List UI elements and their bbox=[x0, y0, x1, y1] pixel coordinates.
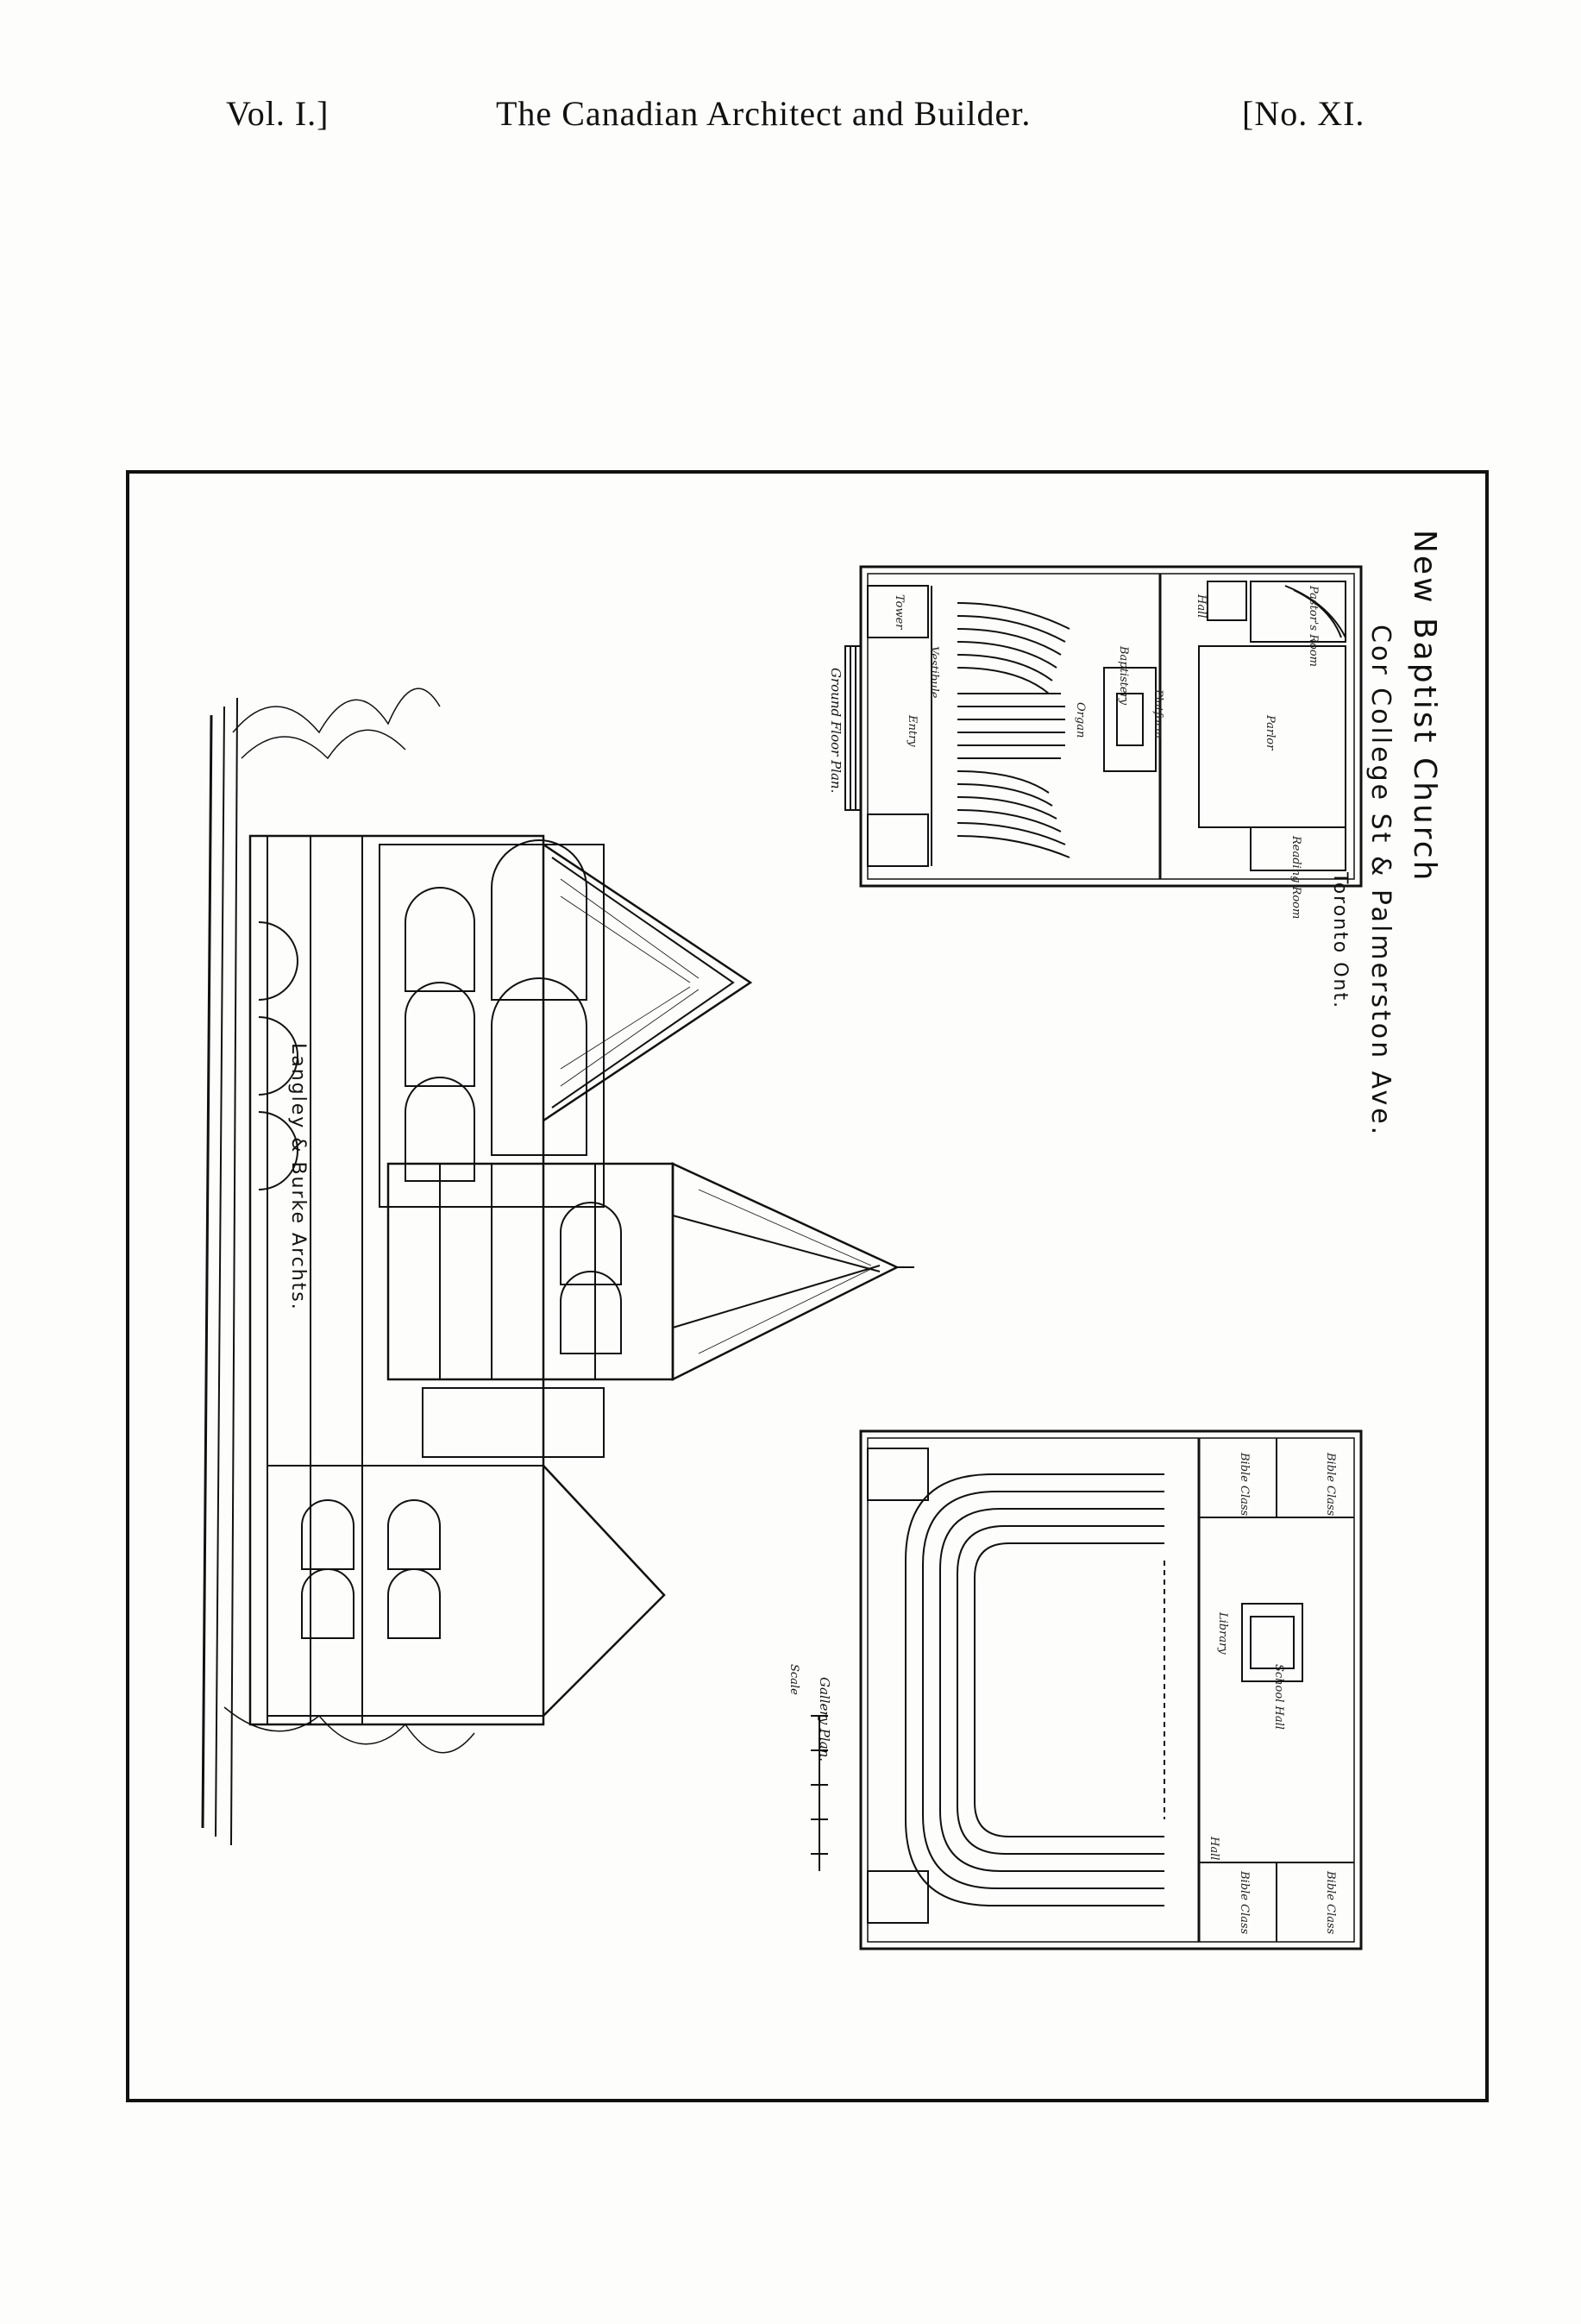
issue-number: [No. XI. bbox=[1242, 94, 1365, 133]
room-hall-label: Hall bbox=[1195, 594, 1208, 619]
room-pastors-room-label: Pastor's Room bbox=[1307, 586, 1320, 667]
room-tower-label: Tower bbox=[893, 594, 906, 630]
engraving-plate: New Baptist Church Cor College St & Palm… bbox=[126, 470, 1489, 2102]
journal-title: The Canadian Architect and Builder. bbox=[496, 94, 1032, 133]
room-reading-room-label: Reading Room bbox=[1289, 836, 1302, 920]
room-bible-class-2-label: Bible Class bbox=[1324, 1453, 1337, 1517]
room-bible-class-4-label: Bible Class bbox=[1324, 1871, 1337, 1935]
architects-signature: Langley & Burke Archts. bbox=[287, 1043, 309, 1311]
ground-floor-plan bbox=[844, 565, 1363, 888]
room-bible-class-1-label: Bible Class bbox=[1238, 1453, 1251, 1517]
ground-floor-plan-label: Ground Floor Plan. bbox=[828, 668, 844, 794]
room-bible-class-3-label: Bible Class bbox=[1238, 1871, 1251, 1935]
room-baptistery-label: Baptistery bbox=[1117, 646, 1130, 706]
room-vestibule-label: Vestibule bbox=[927, 646, 940, 699]
scale-label: Scale bbox=[787, 1664, 800, 1695]
room-platform-label: Platform bbox=[1151, 689, 1164, 739]
plate-title-line2: Cor College St & Palmerston Ave. bbox=[1365, 625, 1396, 1138]
volume-label: Vol. I.] bbox=[226, 94, 329, 133]
room-school-hall-label: School Hall bbox=[1272, 1664, 1285, 1730]
church-engraving bbox=[201, 565, 1363, 1950]
room-organ-label: Organ bbox=[1074, 702, 1087, 738]
gallery-plan bbox=[811, 1429, 1363, 1950]
running-header: Vol. I.] The Canadian Architect and Buil… bbox=[0, 93, 1581, 154]
plate-title-line3: Toronto Ont. bbox=[1329, 872, 1351, 1010]
plate-title-line1: New Baptist Church bbox=[1407, 530, 1442, 883]
room-entry-label: Entry bbox=[906, 715, 919, 747]
gallery-plan-label: Gallery Plan. bbox=[817, 1677, 832, 1762]
room-library-label: Library bbox=[1216, 1612, 1229, 1655]
room-gallery-hall-label: Hall bbox=[1208, 1837, 1220, 1861]
room-parlor-label: Parlor bbox=[1264, 715, 1277, 751]
church-perspective bbox=[201, 688, 914, 1846]
